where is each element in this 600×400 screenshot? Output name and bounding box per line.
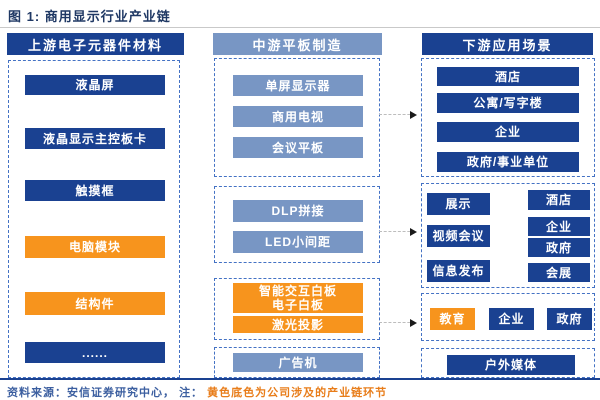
downstream-group3-frame (421, 293, 595, 341)
flow-arrow-2 (379, 228, 417, 236)
node-structural-parts: 结构件 (25, 292, 165, 315)
figure-title: 图 1: 商用显示行业产业链 (8, 9, 171, 24)
node-interactive-whiteboard: 智能交互白板 电子白板 (233, 283, 363, 313)
midstream-group2-frame (214, 186, 380, 263)
node-single-screen-display: 单屏显示器 (233, 75, 363, 96)
downstream-group2-frame (421, 183, 595, 288)
arrowhead-icon (410, 111, 417, 119)
arrowhead-icon (410, 228, 417, 236)
downstream-group1-frame (421, 58, 595, 177)
node-exhibition-display: 展示 (427, 193, 490, 215)
midstream-group4-frame (214, 347, 380, 378)
node-video-conference: 视频会议 (427, 225, 490, 247)
node-ellipsis: ...... (25, 342, 165, 363)
node-ad-player: 广告机 (233, 353, 363, 372)
whiteboard-line1: 智能交互白板 (258, 284, 337, 298)
node-pc-module: 电脑模块 (25, 236, 165, 258)
node-enterprise-3: 企业 (489, 308, 534, 330)
node-enterprise-2: 企业 (528, 217, 590, 236)
node-hotel-2: 酒店 (528, 190, 590, 210)
flow-arrow-1 (379, 111, 417, 119)
node-led-small-pitch: LED小间距 (233, 231, 363, 253)
node-outdoor-media: 户外媒体 (447, 355, 575, 375)
node-conference-flat-panel: 会议平板 (233, 137, 363, 158)
flow-arrow-3 (379, 319, 417, 327)
node-lcd-panel: 液晶屏 (25, 75, 165, 95)
source-note: 资料来源：安信证券研究中心， 注： 黄色底色为公司涉及的产业链环节 (7, 384, 387, 400)
node-enterprise: 企业 (437, 122, 579, 142)
note-text: 黄色底色为公司涉及的产业链环节 (207, 387, 388, 399)
downstream-group4-frame (421, 348, 595, 378)
node-dlp-video-wall: DLP拼接 (233, 200, 363, 222)
title-divider-line (0, 27, 600, 28)
source-text: 资料来源：安信证券研究中心， (7, 387, 175, 399)
node-commercial-tv: 商用电视 (233, 106, 363, 127)
upstream-group-frame (8, 60, 180, 378)
node-government-2: 政府 (528, 238, 590, 257)
node-laser-projector: 激光投影 (233, 316, 363, 333)
node-touch-frame: 触摸框 (25, 180, 165, 201)
node-gov-public-institution: 政府/事业单位 (437, 152, 579, 172)
node-apartment-office: 公寓/写字楼 (437, 93, 579, 113)
node-education: 教育 (430, 308, 475, 330)
midstream-group3-frame (214, 278, 380, 340)
header-midstream: 中游平板制造 (213, 33, 382, 55)
node-info-publishing: 信息发布 (427, 260, 490, 282)
node-exhibition-event: 会展 (528, 263, 590, 282)
whiteboard-line2: 电子白板 (271, 298, 324, 312)
node-government-3: 政府 (547, 308, 592, 330)
node-lcd-control-board: 液晶显示主控板卡 (25, 128, 165, 149)
node-hotel: 酒店 (437, 67, 579, 86)
arrowhead-icon (410, 319, 417, 327)
note-label: 注： (179, 387, 204, 399)
bottom-divider-line (0, 378, 600, 380)
midstream-group1-frame (214, 58, 380, 177)
header-downstream: 下游应用场景 (422, 33, 593, 55)
header-upstream: 上游电子元器件材料 (7, 33, 184, 55)
